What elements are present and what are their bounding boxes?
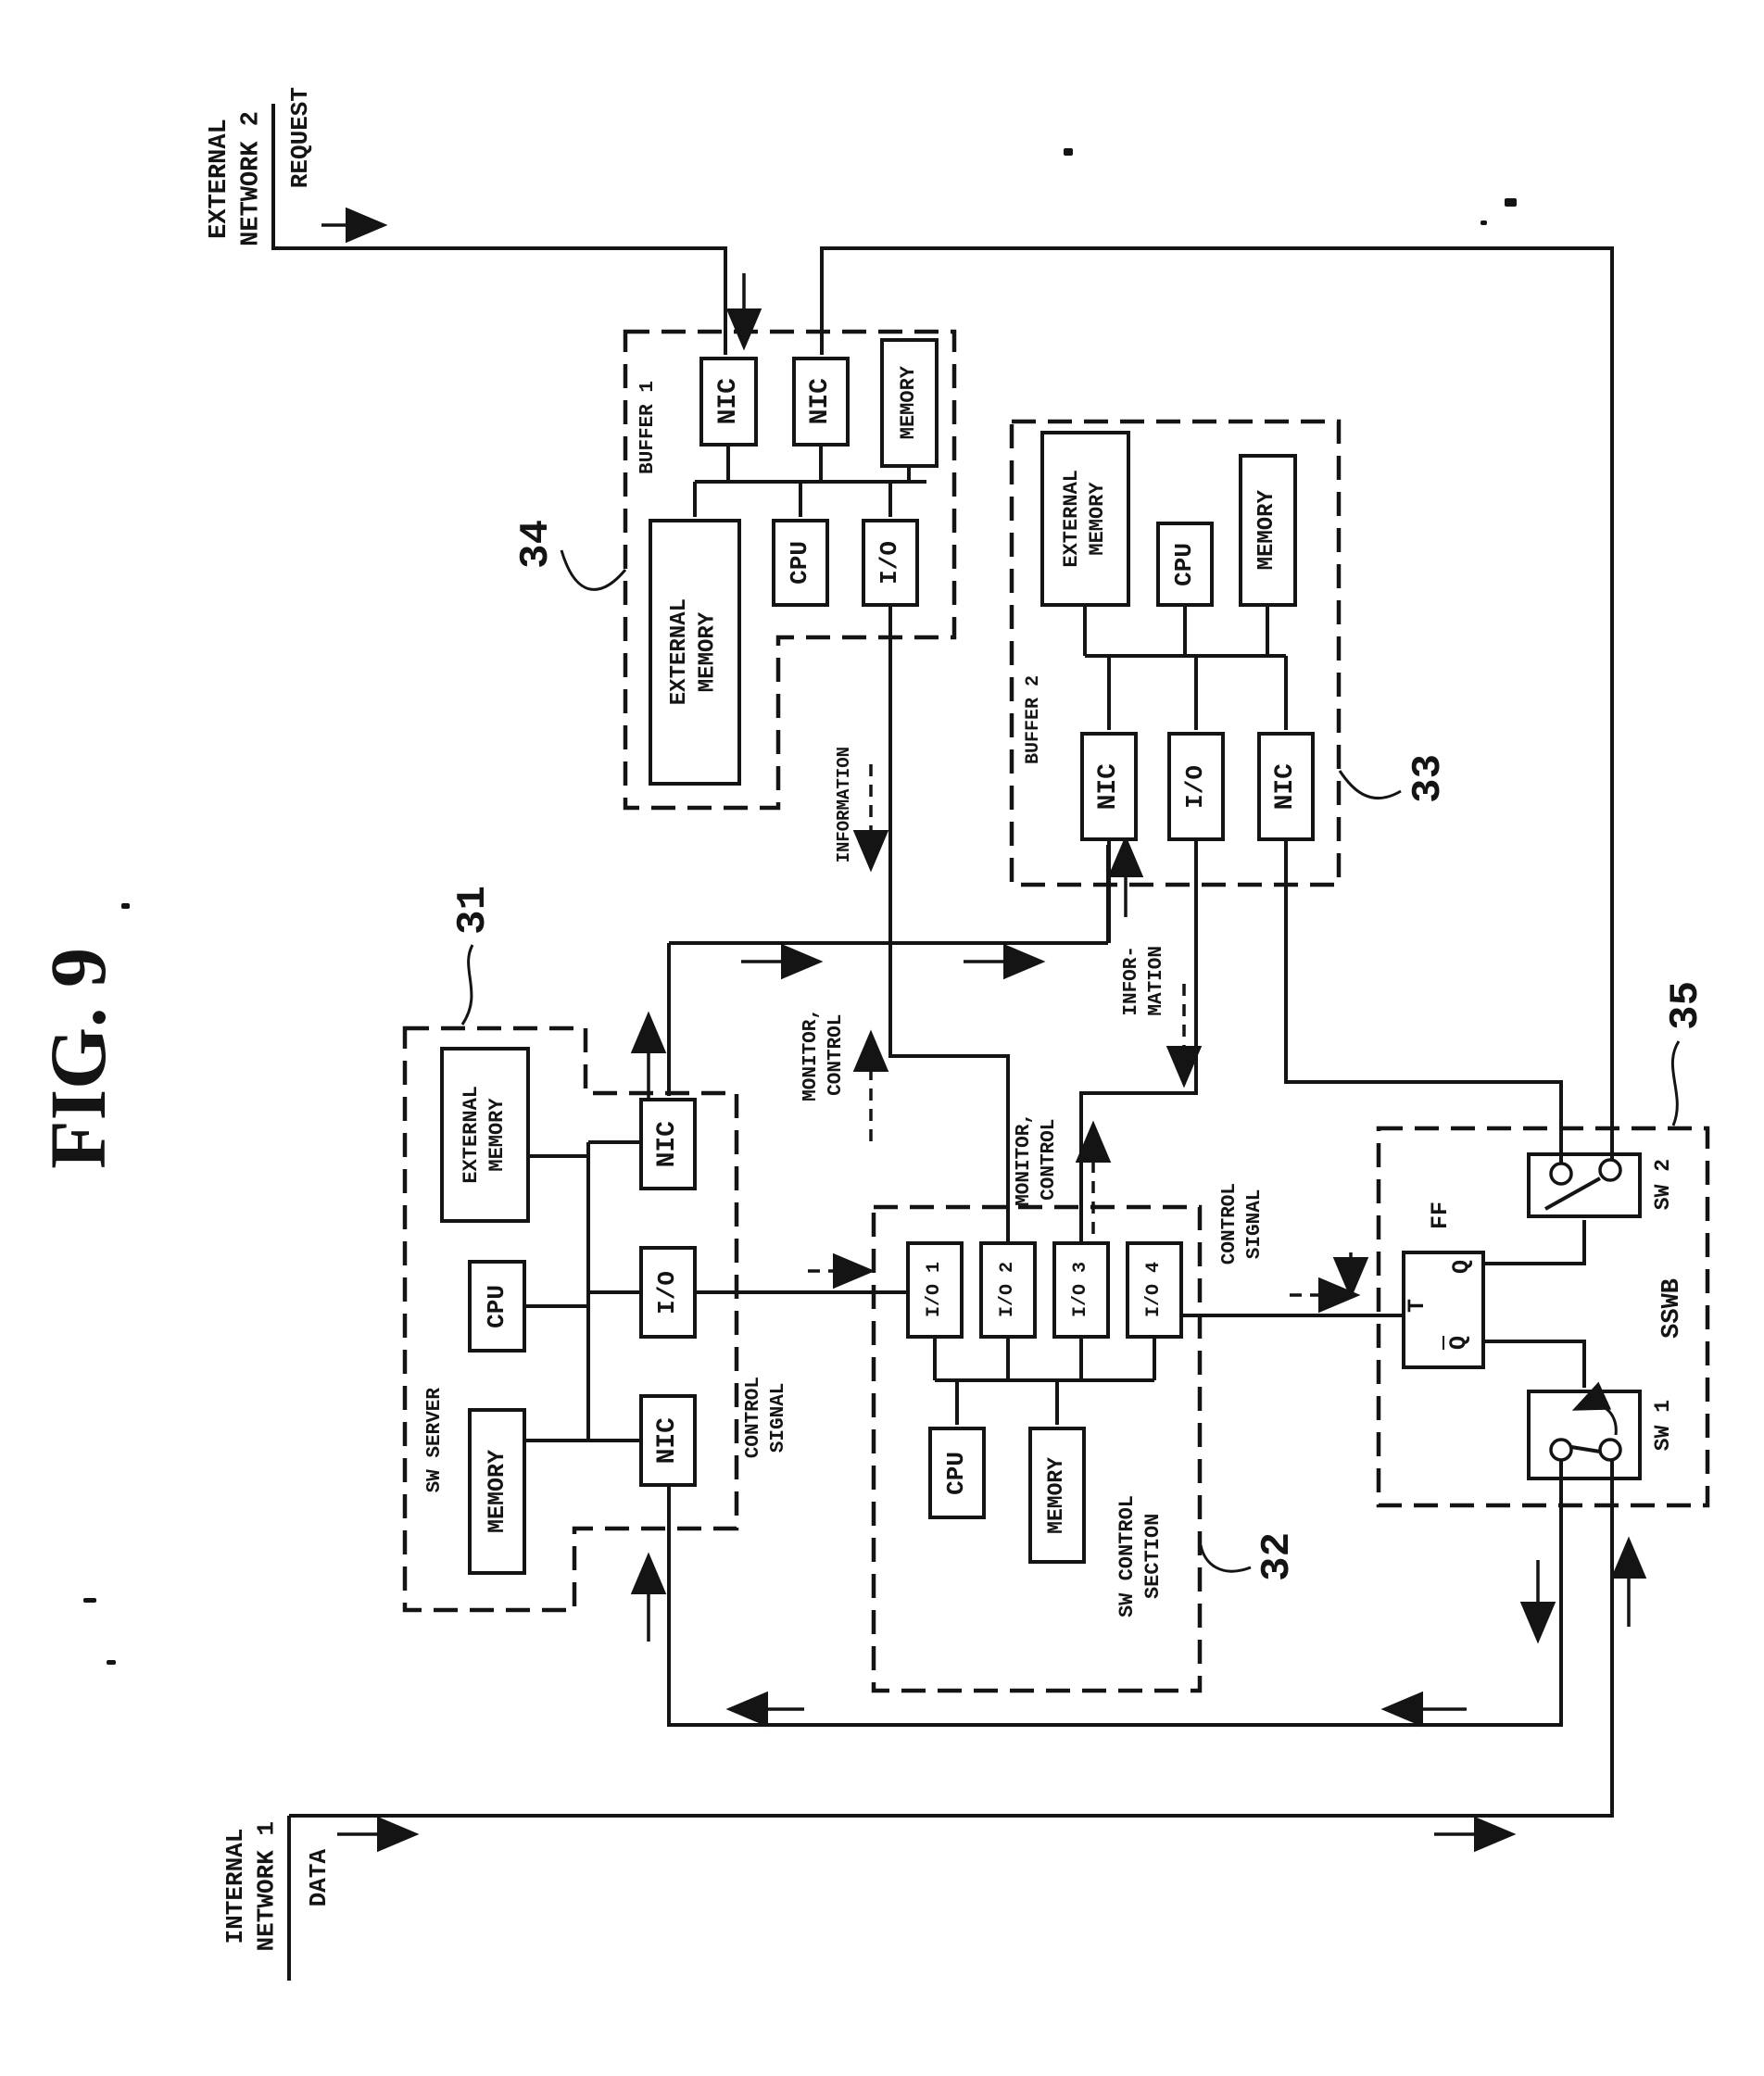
request-label: REQUEST — [286, 87, 315, 189]
sw-server-io: I/O — [639, 1246, 697, 1339]
sw2-left-contact — [1549, 1162, 1573, 1186]
flow-control-signal-2: CONTROL SIGNAL — [1219, 1182, 1266, 1265]
sw2-right-contact — [1598, 1158, 1622, 1182]
sw-control-io1: I/O 1 — [906, 1241, 964, 1339]
flow-monitor-control-2: MONITOR, CONTROL — [1014, 1112, 1060, 1206]
buffer2-cpu: CPU — [1156, 522, 1214, 607]
ref-31: 31 — [449, 885, 497, 935]
buffer2-nic-b: NIC — [1257, 732, 1315, 841]
sw-control-io3: I/O 3 — [1052, 1241, 1110, 1339]
sw1-blade — [1570, 1445, 1601, 1453]
sw-server-title: SW SERVER — [423, 1387, 446, 1493]
ref-33: 33 — [1405, 753, 1452, 803]
sswb-outline — [1376, 1126, 1710, 1508]
buffer1-nic-a: NIC — [699, 357, 758, 447]
ff-title: FF — [1427, 1201, 1454, 1229]
switch-contacts — [1549, 1158, 1622, 1462]
ref-34: 34 — [512, 519, 560, 569]
buffer2-memory: MEMORY — [1239, 454, 1297, 607]
buffer2-outline — [1009, 419, 1342, 887]
ink-speck — [1480, 220, 1487, 225]
flow-arrows-dashed — [808, 764, 1361, 1314]
sswb-sw2-box — [1527, 1152, 1642, 1218]
sswb-sw1-box — [1527, 1390, 1642, 1480]
buffer1-nic-b: NIC — [792, 357, 850, 447]
flow-monitor-control-1: MONITOR, CONTROL — [800, 1007, 847, 1101]
internal-network-label: INTERNAL NETWORK 1 — [220, 1820, 280, 1952]
switch-blades — [1544, 1176, 1601, 1453]
buffer1-title: BUFFER 1 — [636, 380, 659, 474]
sw2-label: SW 2 — [1651, 1159, 1676, 1211]
sw-control-io2: I/O 2 — [979, 1241, 1037, 1339]
buffer2-title: BUFFER 2 — [1023, 674, 1045, 764]
buffer2-io: I/O — [1167, 732, 1225, 841]
sw2-blade — [1544, 1176, 1601, 1211]
ref-leaders — [460, 549, 1681, 1573]
ink-speck — [83, 1598, 96, 1603]
ff-qbar-label: Q — [1445, 1336, 1472, 1351]
ref-35: 35 — [1662, 980, 1709, 1030]
flow-control-signal-1: CONTROL SIGNAL — [743, 1376, 789, 1459]
sw-control-io4: I/O 4 — [1126, 1241, 1183, 1339]
sswb-ff-box — [1402, 1251, 1485, 1369]
solid-wires — [271, 104, 1614, 1981]
sw-server-outline — [402, 1025, 739, 1613]
buffer1-io: I/O — [862, 519, 919, 607]
buffer1-external-memory: EXTERNAL MEMORY — [649, 519, 741, 786]
flow-information-1: INFORMATION — [833, 747, 854, 863]
ff-t-label: T — [1404, 1299, 1430, 1314]
flow-information-2: INFOR- MATION — [1121, 946, 1167, 1016]
ink-speck — [121, 903, 130, 909]
buffer1-outline — [623, 329, 957, 811]
external-network-label: EXTERNAL NETWORK 2 — [206, 110, 266, 246]
data-label: DATA — [305, 1848, 334, 1907]
sw-control-cpu: CPU — [928, 1427, 986, 1519]
sw-control-outline — [871, 1204, 1203, 1693]
ink-speck — [1064, 148, 1073, 156]
sswb-title: SSWB — [1657, 1277, 1686, 1339]
ink-speck — [1505, 198, 1517, 207]
sw1-toggle-arrow — [1571, 1381, 1618, 1436]
dashed-enclosures — [402, 329, 1710, 1693]
buffer2-external-memory: EXTERNAL MEMORY — [1040, 431, 1130, 607]
buffer2-nic-a: NIC — [1080, 732, 1138, 841]
sw-server-memory: MEMORY — [468, 1408, 526, 1575]
sw-server-cpu: CPU — [468, 1260, 526, 1353]
sw-control-memory: MEMORY — [1028, 1427, 1086, 1564]
sw1-label: SW 1 — [1651, 1400, 1676, 1452]
ff-q-label: Q — [1448, 1260, 1475, 1275]
ref-32: 32 — [1254, 1531, 1301, 1581]
buffer1-cpu: CPU — [772, 519, 829, 607]
sw-server-nic-a: NIC — [639, 1098, 697, 1190]
sw-server-external-memory: EXTERNAL MEMORY — [440, 1047, 530, 1223]
figure-title: FIG. 9 — [32, 947, 122, 1169]
sw1-left-contact — [1549, 1438, 1573, 1462]
sw-server-nic-b: NIC — [639, 1394, 697, 1487]
buffer1-memory: MEMORY — [880, 338, 939, 468]
ink-speck — [107, 1660, 116, 1665]
sw-control-title: SW CONTROL SECTION — [1115, 1494, 1165, 1618]
